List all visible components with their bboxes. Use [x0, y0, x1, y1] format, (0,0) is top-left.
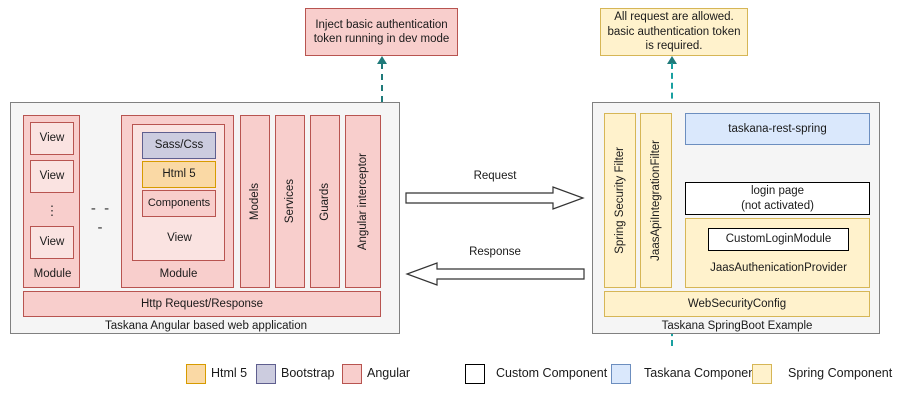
web-security-config-label: WebSecurityConfig — [687, 297, 787, 310]
callout-dev-mode-text: Inject basic authentication token runnin… — [313, 18, 450, 45]
login-page-line-2: (not activated) — [741, 199, 814, 212]
legend-label-taskana-component: Taskana Component — [644, 366, 759, 380]
module-b-part-components[interactable]: Components — [142, 190, 216, 217]
column-models[interactable]: Models — [240, 115, 270, 288]
callout-dev-mode: Inject basic authentication token runnin… — [305, 8, 458, 56]
request-arrow-label-text: Request — [473, 170, 517, 183]
legend-label-html5: Html 5 — [211, 366, 247, 380]
legend-label-spring-component-text: Spring Component — [788, 366, 893, 380]
module-a-view-2[interactable]: View — [30, 160, 74, 193]
request-arrow-label: Request — [405, 168, 585, 185]
module-b[interactable]: Sass/Css Html 5 Components View Module — [121, 115, 234, 288]
column-guards[interactable]: Guards — [310, 115, 340, 288]
legend-label-angular-text: Angular — [367, 366, 411, 380]
legend-label-custom-component-text: Custom Component — [496, 366, 608, 380]
taskana-rest-spring-label: taskana-rest-spring — [728, 122, 827, 135]
springboot-panel: Spring Security Filter JaasApiIntegratio… — [592, 102, 880, 334]
callout-auth-required: All request are allowed. basic authentic… — [600, 8, 748, 56]
jaas-authentication-provider-text: JaasAuthenicationProvider — [710, 261, 847, 274]
column-models-label: Models — [248, 182, 261, 221]
web-security-config-box[interactable]: WebSecurityConfig — [604, 291, 870, 317]
module-a-view-1-label: View — [39, 132, 65, 145]
login-page-line-1: login page — [750, 185, 805, 198]
legend-label-bootstrap-text: Bootstrap — [281, 366, 335, 380]
custom-login-module-box[interactable]: CustomLoginModule — [708, 228, 849, 251]
legend-label-spring-component: Spring Component — [788, 366, 892, 380]
request-arrow: Request — [405, 168, 585, 210]
angular-app-caption-text: Taskana Angular based web application — [104, 319, 308, 332]
module-a-ellipsis-glyph: ⋮ — [45, 202, 59, 218]
connector-dev-mode-line — [381, 63, 383, 102]
module-a-label-text: Module — [33, 267, 72, 280]
response-arrow-label-text: Response — [469, 246, 521, 259]
request-arrow-shape — [405, 186, 585, 210]
legend-swatch-spring-component — [752, 364, 772, 384]
legend-swatch-bootstrap — [256, 364, 276, 384]
legend-label-bootstrap: Bootstrap — [281, 366, 335, 380]
angular-app-panel: View View ⋮ View Module - - - Sass/Css H… — [10, 102, 400, 334]
module-a-ellipsis: ⋮ — [30, 198, 74, 224]
taskana-rest-spring-box[interactable]: taskana-rest-spring — [685, 113, 870, 145]
login-page-box[interactable]: login page (not activated) — [685, 182, 870, 215]
column-angular-interceptor[interactable]: Angular interceptor — [345, 115, 381, 288]
springboot-caption: Taskana SpringBoot Example — [593, 317, 881, 335]
connector-dev-mode — [376, 56, 388, 102]
angular-app-caption: Taskana Angular based web application — [11, 317, 401, 335]
module-b-label-text: Module — [159, 267, 198, 280]
modules-separator: - - - — [85, 200, 117, 236]
callout-auth-required-text: All request are allowed. basic authentic… — [607, 11, 741, 53]
module-b-view[interactable]: Sass/Css Html 5 Components View — [132, 124, 225, 261]
module-b-part-sass-css[interactable]: Sass/Css — [142, 132, 216, 159]
module-a-view-3[interactable]: View — [30, 226, 74, 259]
module-b-part-sass-css-label: Sass/Css — [154, 139, 204, 152]
legend-label-angular: Angular — [367, 366, 410, 380]
filter-jaas-api-integration-label: JaasApiIntegrationFilter — [649, 140, 662, 261]
filter-spring-security[interactable]: Spring Security Filter — [604, 113, 636, 288]
legend: Html 5 Bootstrap Angular Custom Componen… — [0, 362, 900, 388]
legend-swatch-angular — [342, 364, 362, 384]
jaas-authentication-provider-box[interactable]: CustomLoginModule JaasAuthenicationProvi… — [685, 218, 870, 288]
legend-label-custom-component: Custom Component — [496, 366, 607, 380]
module-b-view-label-text: View — [167, 231, 192, 244]
module-b-label: Module — [122, 263, 235, 285]
module-a-label: Module — [24, 263, 81, 285]
http-request-response-label: Http Request/Response — [140, 297, 264, 310]
legend-swatch-taskana-component — [611, 364, 631, 384]
legend-swatch-custom-component — [465, 364, 485, 384]
http-request-response-bar[interactable]: Http Request/Response — [23, 291, 381, 317]
column-services-label: Services — [283, 179, 296, 224]
response-arrow-shape — [405, 262, 585, 286]
legend-label-html5-text: Html 5 — [211, 366, 248, 380]
springboot-caption-text: Taskana SpringBoot Example — [661, 319, 813, 332]
legend-label-taskana-component-text: Taskana Component — [644, 366, 759, 380]
module-b-part-html5-label: Html 5 — [162, 168, 196, 181]
legend-swatch-html5 — [186, 364, 206, 384]
jaas-authentication-provider-label: JaasAuthenicationProvider — [686, 257, 871, 279]
connector-dev-mode-arrow — [377, 56, 387, 64]
filter-spring-security-label: Spring Security Filter — [613, 147, 626, 254]
column-guards-label: Guards — [318, 182, 331, 221]
module-a-view-2-label: View — [39, 170, 65, 183]
filter-jaas-api-integration[interactable]: JaasApiIntegrationFilter — [640, 113, 672, 288]
module-a-view-1[interactable]: View — [30, 122, 74, 155]
response-arrow: Response — [405, 244, 585, 286]
response-arrow-label: Response — [405, 244, 585, 261]
module-b-part-html5[interactable]: Html 5 — [142, 161, 216, 188]
column-angular-interceptor-label: Angular interceptor — [356, 152, 369, 251]
connector-auth-required-arrow — [667, 56, 677, 64]
modules-separator-text: - - - — [90, 200, 112, 236]
module-a-view-3-label: View — [39, 236, 65, 249]
column-services[interactable]: Services — [275, 115, 305, 288]
module-b-view-label: View — [133, 223, 226, 253]
custom-login-module-label: CustomLoginModule — [725, 233, 832, 246]
module-b-part-components-label: Components — [147, 196, 211, 209]
module-a[interactable]: View View ⋮ View Module — [23, 115, 80, 288]
